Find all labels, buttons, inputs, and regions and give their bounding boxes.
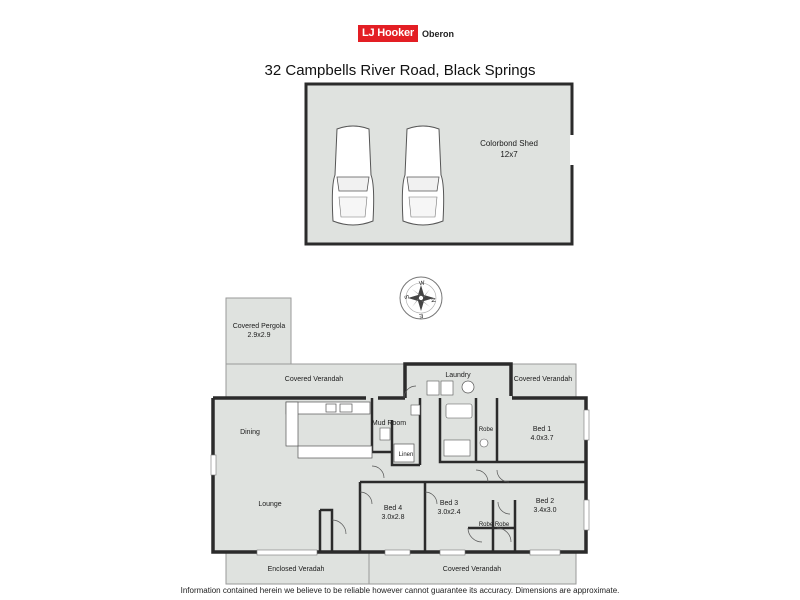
enclosed-verandah [225,551,370,585]
shed-name: Colorbond Shed [480,139,538,148]
bed1-size: 4.0x3.7 [531,435,554,442]
outdoor-areas [225,297,577,585]
verandah-bottom-name: Covered Verandah [443,566,501,573]
bathtub-icon [445,403,473,419]
house [210,362,590,556]
pergola-name: Covered Pergola [233,323,286,330]
washer-icon [461,380,475,394]
toilet-icon [410,404,421,416]
bed3-name: Bed 3 [440,500,458,507]
verandah-top-name: Covered Verandah [285,376,343,383]
robe-bed1-name: Robe [479,427,494,433]
compass-icon: N E S W [399,276,443,320]
covered-verandah-right [509,363,577,399]
compass-s: S [405,294,412,299]
compass-n: N [429,298,436,303]
shed-side-door [570,135,574,165]
kitchen-bench-side [285,401,299,447]
linen-name: Linen [399,452,414,458]
covered-pergola [225,297,292,365]
laundry-name: Laundry [445,372,471,379]
bed1-name: Bed 1 [533,426,551,433]
dining-name: Dining [240,429,260,436]
door-swings [331,385,512,543]
room-labels: Covered Pergola 2.9x2.9 Covered Verandah… [233,323,573,573]
windows [210,409,590,556]
toilet-icon [379,427,391,441]
disclaimer: Information contained herein we believe … [180,586,620,595]
shed-size: 12x7 [500,150,518,159]
door-opening [500,396,512,401]
property-address: 32 Campbells River Road, Black Springs [264,62,536,79]
kitchen-island [297,445,373,459]
laundry-tub [426,380,440,396]
cooktop-icon [325,403,337,413]
bed2-size: 3.4x3.0 [534,507,557,514]
compass-w: W [419,280,426,287]
bed4-size: 3.0x2.8 [382,514,405,521]
enclosed-verandah-name: Enclosed Veradah [268,566,325,573]
shed: Colorbond Shed 12x7 [304,82,574,246]
mud-room-name: Mud Room [372,420,406,427]
robe-b-name: Robe [495,522,510,528]
car-icon [331,125,375,226]
laundry-bench [440,380,454,396]
bed2-name: Bed 2 [536,498,554,505]
brand-office: Oberon [422,28,455,39]
lounge-name: Lounge [258,501,281,508]
interior-walls [318,398,586,552]
pergola-size: 2.9x2.9 [248,332,271,339]
sink-icon [339,403,353,413]
car-icon [401,125,445,226]
bed3-size: 3.0x2.4 [438,509,461,516]
linen-cupboard [393,443,415,463]
kitchen [285,401,373,459]
brand-logo-mark: LJ Hooker [358,25,418,42]
compass-e: E [418,312,423,319]
brand-logo: LJ Hooker Oberon [358,25,454,42]
sliding-door [256,549,318,556]
robe-a-name: Robe [479,522,494,528]
basin-icon [479,438,489,448]
verandah-right-name: Covered Verandah [514,376,572,383]
shower-icon [443,439,471,457]
bed4-name: Bed 4 [384,505,402,512]
laundry-floor [405,364,511,402]
